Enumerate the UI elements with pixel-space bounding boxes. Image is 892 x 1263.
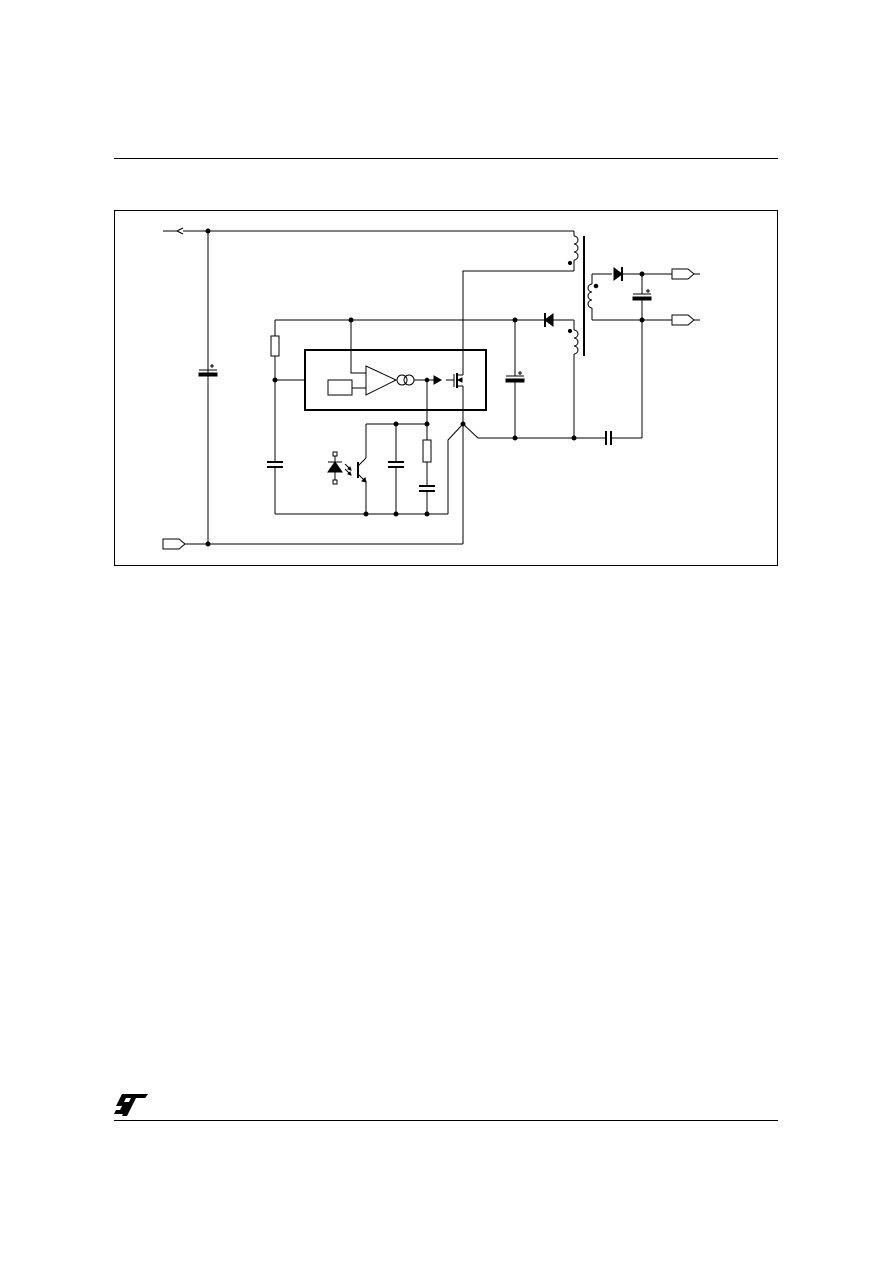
- transformer-primary-winding: [567, 231, 579, 271]
- feedback-capacitor: [388, 424, 404, 514]
- startup-resistor: [270, 320, 280, 380]
- input-bulk-capacitor: [198, 364, 218, 377]
- vcc-capacitor: [505, 320, 525, 438]
- input-terminal-top: [163, 227, 208, 235]
- reference-block: [327, 379, 366, 396]
- power-mosfet: [446, 370, 464, 424]
- transformer-secondary-winding: [587, 273, 642, 321]
- error-amplifier: [350, 320, 398, 396]
- output-filter-capacitor: [632, 274, 652, 320]
- st-logo-icon: [114, 1094, 148, 1116]
- output-rectifier-diode: [613, 267, 642, 281]
- optocoupler: [327, 424, 367, 514]
- output-terminal-positive: [671, 268, 700, 280]
- transformer-auxiliary-winding: [567, 320, 579, 438]
- compensation-resistor: [422, 424, 432, 486]
- input-terminal-bottom: [162, 538, 208, 550]
- output-terminal-negative: [671, 314, 700, 326]
- drain-wire: [462, 270, 574, 370]
- compensation-capacitor: [419, 485, 435, 514]
- header-rule: [114, 158, 778, 159]
- current-source: [396, 374, 443, 386]
- soft-start-capacitor: [267, 380, 283, 514]
- auxiliary-diode: [515, 313, 574, 327]
- y-capacitor: [605, 431, 612, 445]
- footer-rule: [114, 1120, 778, 1121]
- figure-frame: [114, 210, 778, 566]
